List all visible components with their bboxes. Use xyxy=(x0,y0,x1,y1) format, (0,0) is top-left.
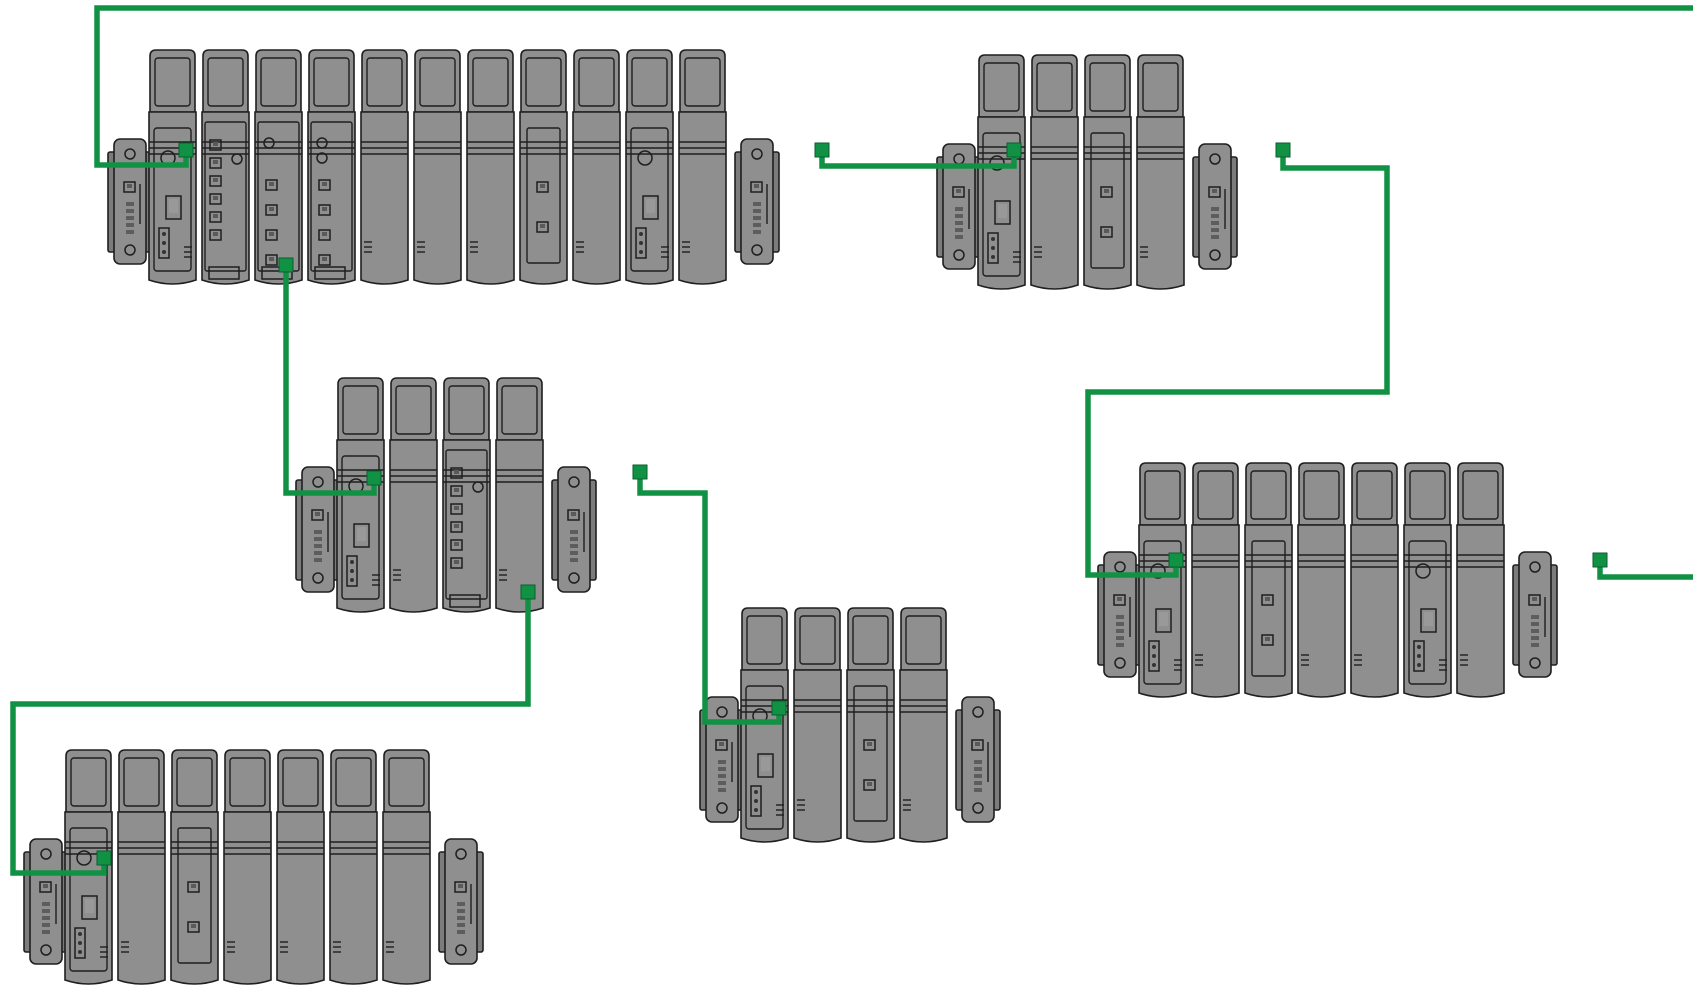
cable-plug-7 xyxy=(278,257,294,273)
rack-4-left-endplate xyxy=(699,696,745,823)
cable-plug-3 xyxy=(1006,142,1022,158)
cable-plug-12 xyxy=(96,850,112,866)
rack-6-module-6-blank xyxy=(329,749,378,985)
rack-1-module-7-blank xyxy=(466,49,515,285)
cable-plug-9 xyxy=(632,464,648,480)
rack-5-module-5-blank xyxy=(1350,462,1399,698)
rack-5-module-1-cpu xyxy=(1138,462,1187,698)
rack-5-module-6-cpu xyxy=(1403,462,1452,698)
rack-6 xyxy=(23,749,484,985)
rack-5-left-endplate xyxy=(1097,551,1143,678)
rack-5-module-2-blank xyxy=(1191,462,1240,698)
rack-6-module-2-blank xyxy=(117,749,166,985)
rack-5 xyxy=(1097,462,1558,698)
cable-plug-8 xyxy=(366,470,382,486)
cable-ring-top xyxy=(94,5,1693,168)
rack-5-module-4-blank xyxy=(1297,462,1346,698)
rack-6-module-7-blank xyxy=(382,749,431,985)
rack-6-module-4-blank xyxy=(223,749,272,985)
rack-1-module-5-blank xyxy=(360,49,409,285)
rack-2-right-endplate xyxy=(1192,143,1238,270)
rack-6-right-endplate xyxy=(438,838,484,965)
rack-4 xyxy=(699,607,1001,843)
rack-4-module-4-blank xyxy=(899,607,948,843)
cable-plug-6 xyxy=(1592,552,1608,568)
rack-1-module-3-comm-io xyxy=(254,49,303,285)
rack-1-module-11-blank xyxy=(678,49,727,285)
cable-rack5-out xyxy=(1597,560,1693,580)
rack-1-module-2-switch xyxy=(201,49,250,285)
rack-2 xyxy=(936,54,1238,290)
rack-1-left-endplate xyxy=(107,138,153,265)
cable-rack3-rack6 xyxy=(10,592,531,876)
rack-3-right-endplate xyxy=(551,466,597,593)
cable-rack2-rack5 xyxy=(1085,150,1390,578)
rack-3-module-4-blank xyxy=(495,377,544,613)
rack-5-module-3-io xyxy=(1244,462,1293,698)
rack-5-right-endplate xyxy=(1512,551,1558,678)
rack-2-module-2-blank xyxy=(1030,54,1079,290)
rack-2-left-endplate xyxy=(936,143,982,270)
rack-1-module-6-blank xyxy=(413,49,462,285)
rack-4-right-endplate xyxy=(955,696,1001,823)
rack-4-module-1-cpu xyxy=(740,607,789,843)
cable-plug-10 xyxy=(520,584,536,600)
cable-plug-2 xyxy=(814,142,830,158)
cable-rack3-rack4 xyxy=(637,472,782,725)
rack-5-module-7-blank xyxy=(1456,462,1505,698)
rack-1-module-1-cpu xyxy=(148,49,197,285)
rack-2-module-4-blank xyxy=(1136,54,1185,290)
rack-1-module-8-io xyxy=(519,49,568,285)
rack-3-module-3-switch xyxy=(442,377,491,613)
rack-1-right-endplate xyxy=(734,138,780,265)
rack-1 xyxy=(107,49,780,285)
rack-6-module-3-io xyxy=(170,749,219,985)
cable-plug-4 xyxy=(1275,142,1291,158)
cable-plug-1 xyxy=(178,142,194,158)
rack-6-left-endplate xyxy=(23,838,69,965)
rack-3-module-2-blank xyxy=(389,377,438,613)
rack-3-left-endplate xyxy=(295,466,341,593)
rack-1-module-4-comm-io2 xyxy=(307,49,356,285)
cable-plug-11 xyxy=(771,700,787,716)
rack-4-module-3-io xyxy=(846,607,895,843)
rack-4-module-2-blank xyxy=(793,607,842,843)
rack-2-module-3-io xyxy=(1083,54,1132,290)
rack-1-module-9-blank xyxy=(572,49,621,285)
rack-6-module-5-blank xyxy=(276,749,325,985)
rack-1-module-10-cpu xyxy=(625,49,674,285)
racks-layer xyxy=(23,49,1558,985)
cables-layer xyxy=(10,5,1693,876)
rack-2-module-1-cpu xyxy=(977,54,1026,290)
cable-rack1-rack2 xyxy=(819,150,1017,169)
cable-plug-5 xyxy=(1168,552,1184,568)
